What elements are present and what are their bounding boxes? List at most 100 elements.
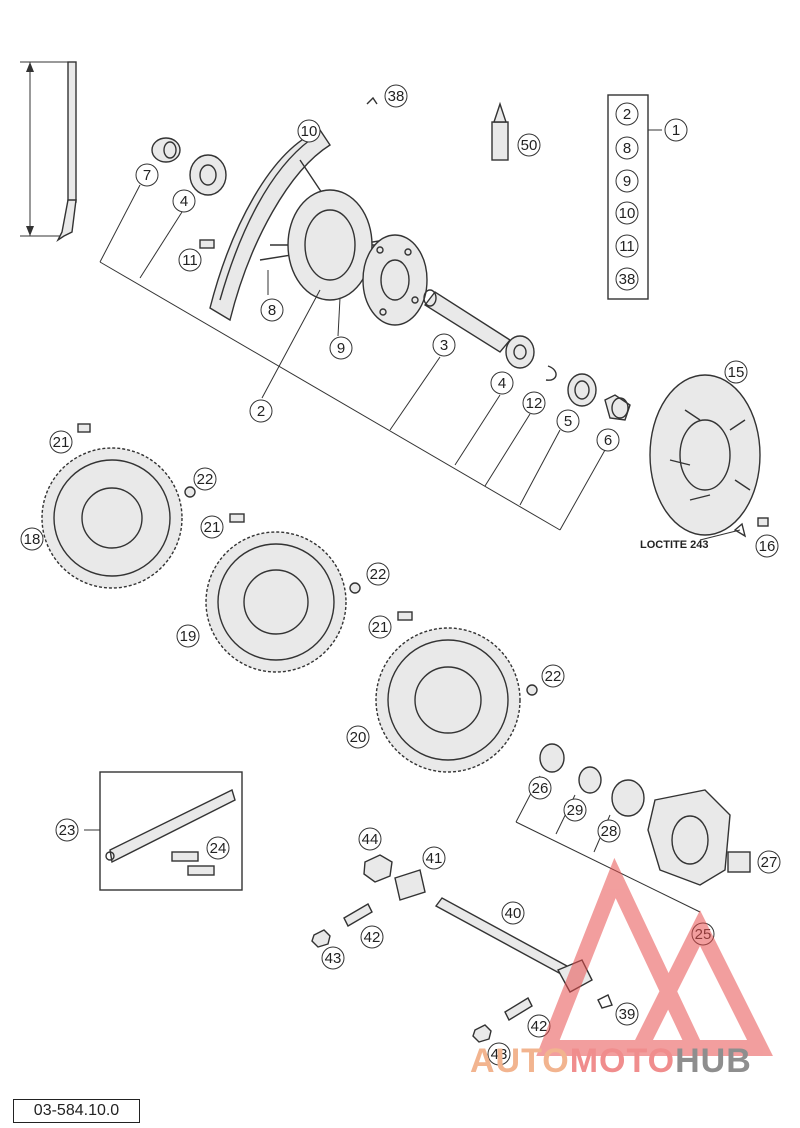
callout-number: 42 — [531, 1018, 548, 1035]
callout-number: 12 — [526, 395, 543, 412]
callout: 43 — [487, 1042, 511, 1066]
sprocket-20 — [375, 627, 521, 773]
callout-number: 10 — [301, 123, 318, 140]
callout-number: 21 — [53, 434, 70, 451]
callout: 8 — [260, 298, 284, 322]
seal-29 — [578, 766, 602, 794]
callout: 2 — [249, 399, 273, 423]
callout-number: 2 — [257, 403, 265, 420]
brake-disc-15 — [649, 374, 761, 536]
group-item: 11 — [615, 234, 639, 258]
loctite-note: LOCTITE 243 — [640, 539, 708, 551]
group-item-number: 8 — [623, 140, 631, 157]
callout-number: 5 — [564, 413, 572, 430]
bearing-4-top — [189, 154, 227, 196]
spacer-6 — [604, 394, 631, 421]
group-label: 1 — [664, 118, 688, 142]
callout-number: 4 — [180, 193, 188, 210]
callout-number: 19 — [180, 628, 197, 645]
callout: 18 — [20, 527, 44, 551]
callout-number: 20 — [350, 729, 367, 746]
callout: 42 — [360, 925, 384, 949]
callout-number: 16 — [759, 538, 776, 555]
chain-box — [99, 771, 243, 891]
nut-43-right — [472, 1024, 492, 1043]
brand-part-auto: AUTO — [470, 1042, 570, 1080]
group-item: 9 — [615, 169, 639, 193]
disc-screw-16 — [733, 517, 769, 538]
callout: 22 — [541, 664, 565, 688]
callout: 6 — [596, 428, 620, 452]
group-item: 10 — [615, 201, 639, 225]
callout: 23 — [55, 818, 79, 842]
callout-number: 43 — [491, 1046, 508, 1063]
callout: 19 — [176, 624, 200, 648]
brand-part-hub: HUB — [675, 1042, 752, 1080]
watermark-logo — [536, 857, 773, 1056]
damper-27 — [727, 851, 751, 873]
callout: 9 — [329, 336, 353, 360]
callout: 3 — [432, 333, 456, 357]
callout: 44 — [358, 827, 382, 851]
callout-number: 43 — [325, 950, 342, 967]
callout-number: 22 — [197, 471, 214, 488]
callout-number: 44 — [362, 831, 379, 848]
grease-tube-50 — [491, 101, 509, 161]
callout: 15 — [724, 360, 748, 384]
callout-number: 42 — [364, 929, 381, 946]
bearing-spacer-7 — [151, 137, 181, 163]
callout-number: 29 — [567, 802, 584, 819]
sprocket-carrier-25 — [647, 789, 731, 886]
group-label-number: 1 — [672, 122, 680, 139]
callout: 22 — [193, 467, 217, 491]
group-item: 2 — [615, 102, 639, 126]
bearing-28 — [611, 779, 645, 817]
callout-number: 39 — [619, 1006, 636, 1023]
callout: 5 — [556, 409, 580, 433]
sprocket-screws — [77, 423, 538, 696]
adjuster-screw-42-right — [504, 997, 533, 1021]
callout-number: 9 — [337, 340, 345, 357]
callout-number: 38 — [388, 88, 405, 105]
callout-number: 28 — [601, 823, 618, 840]
callout-number: 11 — [182, 252, 198, 269]
callout: 26 — [528, 776, 552, 800]
callout-number: 15 — [728, 364, 745, 381]
callout-number: 4 — [498, 375, 506, 392]
callout-number: 18 — [24, 531, 41, 548]
group-item-number: 38 — [619, 271, 636, 288]
callout-number: 8 — [268, 302, 276, 319]
callout: 10 — [297, 119, 321, 143]
callout-number: 41 — [426, 850, 443, 867]
callout-number: 22 — [370, 566, 387, 583]
group-item-number: 10 — [619, 205, 636, 222]
document-number: 03-584.10.0 — [13, 1099, 140, 1123]
callout: 7 — [135, 163, 159, 187]
nut-44 — [363, 854, 393, 883]
callout-number: 40 — [505, 905, 522, 922]
callout-number: 21 — [372, 619, 389, 636]
callout: 42 — [527, 1014, 551, 1038]
callout: 4 — [172, 189, 196, 213]
callout-number: 50 — [521, 137, 538, 154]
spoke — [20, 61, 77, 243]
group-item: 38 — [615, 267, 639, 291]
callout: 4 — [490, 371, 514, 395]
callout: 38 — [384, 84, 408, 108]
callout-number: 23 — [59, 822, 76, 839]
callout: 50 — [517, 133, 541, 157]
adjuster-screw-42-left — [343, 903, 373, 927]
callout-number: 27 — [761, 854, 778, 871]
callout: 16 — [755, 534, 779, 558]
nipple-38 — [366, 96, 378, 105]
callout: 11 — [178, 248, 202, 272]
brand-part-moto: MOTO — [569, 1042, 676, 1080]
sprocket-18 — [41, 447, 183, 589]
callout-number: 24 — [210, 840, 227, 857]
chain-link-24 — [171, 851, 215, 876]
nut-43-left — [311, 929, 331, 948]
rear-wheel-assembly — [209, 129, 428, 326]
callout: 43 — [321, 946, 345, 970]
callout: 28 — [597, 819, 621, 843]
